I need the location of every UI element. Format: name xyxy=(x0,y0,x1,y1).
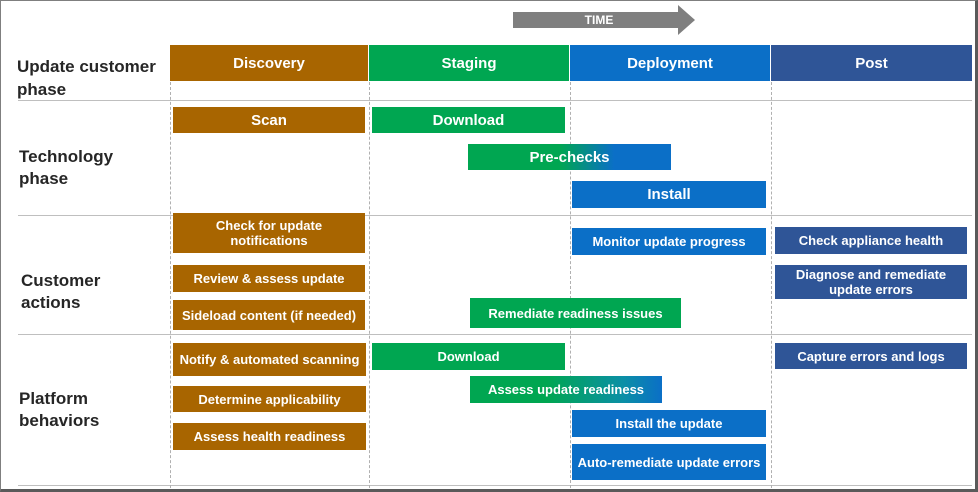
corner-label: Update customer phase xyxy=(17,57,156,99)
column-divider xyxy=(771,82,772,488)
platform-assess-health-box: Assess health readiness xyxy=(173,423,366,450)
time-arrow: TIME xyxy=(513,5,695,35)
customer-check-health-box: Check appliance health xyxy=(775,227,967,254)
platform-capture-errors-box: Capture errors and logs xyxy=(775,343,967,369)
row-label-platform: Platform behaviors xyxy=(19,389,100,430)
customer-review-assess-box: Review & assess update xyxy=(173,265,365,292)
phase-header-discovery: Discovery xyxy=(170,45,368,81)
column-divider xyxy=(570,82,571,488)
tech-download-box: Download xyxy=(372,107,565,133)
column-divider xyxy=(369,82,370,488)
customer-check-notifications-box: Check for update notifications xyxy=(173,213,365,253)
platform-assess-readiness-box: Assess update readiness xyxy=(470,376,662,403)
phase-header-staging: Staging xyxy=(369,45,569,81)
customer-sideload-box: Sideload content (if needed) xyxy=(173,300,365,330)
row-divider xyxy=(18,100,972,101)
platform-install-update-box: Install the update xyxy=(572,410,766,437)
platform-auto-remediate-box: Auto-remediate update errors xyxy=(572,444,766,480)
row-label-technology: Technology phase xyxy=(19,147,114,188)
row-divider xyxy=(18,485,972,486)
platform-notify-scan-box: Notify & automated scanning xyxy=(173,343,366,376)
column-divider xyxy=(170,82,171,488)
customer-diagnose-box: Diagnose and remediate update errors xyxy=(775,265,967,299)
tech-scan-box: Scan xyxy=(173,107,365,133)
platform-determine-box: Determine applicability xyxy=(173,386,366,412)
row-divider xyxy=(18,334,972,335)
customer-monitor-progress-box: Monitor update progress xyxy=(572,228,766,255)
customer-remediate-readiness-box: Remediate readiness issues xyxy=(470,298,681,328)
tech-install-box: Install xyxy=(572,181,766,208)
phase-header-post: Post xyxy=(771,45,972,81)
time-arrow-shaft xyxy=(513,12,679,28)
phase-header-deployment: Deployment xyxy=(570,45,770,81)
row-label-customer: Customer actions xyxy=(21,271,101,312)
platform-download-box: Download xyxy=(372,343,565,370)
tech-prechecks-box: Pre-checks xyxy=(468,144,671,170)
time-label: TIME xyxy=(584,13,614,27)
time-arrow-head xyxy=(678,5,695,35)
row-divider xyxy=(18,215,972,216)
